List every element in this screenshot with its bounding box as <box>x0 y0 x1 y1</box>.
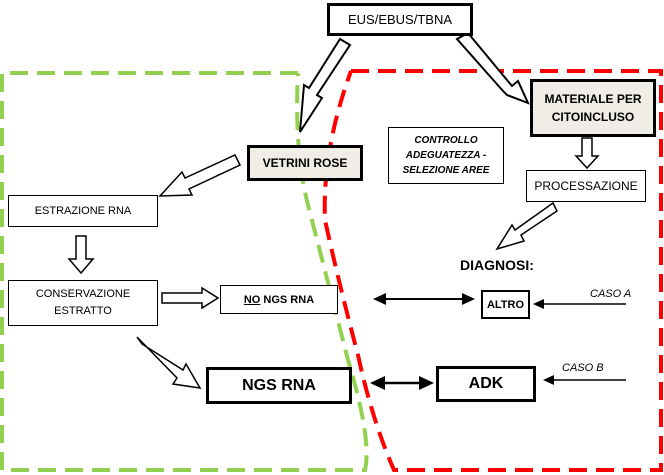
no-ngs-suffix: NGS RNA <box>260 293 315 306</box>
arrow-eus-to-vetrini <box>299 37 352 133</box>
arrow-caso-a <box>533 299 626 309</box>
controllo-label-line1: CONTROLLO <box>414 135 478 146</box>
arrow-materiale-to-processazione <box>574 137 600 170</box>
caso-a-label: CASO A <box>590 288 632 300</box>
arrow-eus-to-materiale <box>455 31 530 105</box>
materiale-label-line1: MATERIALE PER <box>544 92 642 106</box>
green-dashed-region <box>0 71 369 472</box>
materiale-label-line2: CITOINCLUSO <box>551 110 635 124</box>
double-arrow-no-ngs-altro <box>373 293 475 305</box>
eus-ebus-tbna-label: EUS/EBUS/TBNA <box>347 12 453 27</box>
altro-box: ALTRO <box>481 290 530 319</box>
controllo-adeguatezza-box: CONTROLLO ADEGUATEZZA - SELEZIONE AREE <box>388 127 504 184</box>
arrow-processazione-to-diagnosi <box>495 201 558 251</box>
adk-box: ADK <box>436 366 536 402</box>
adk-label: ADK <box>468 375 504 392</box>
estrazione-rna-box: ESTRAZIONE RNA <box>8 195 158 227</box>
conservazione-estratto-box: CONSERVAZIONE ESTRATTO <box>8 280 158 326</box>
caso-b-label: CASO B <box>562 362 604 374</box>
arrow-caso-b <box>543 375 626 385</box>
vetrini-rose-box: VETRINI ROSE <box>247 145 363 181</box>
ngs-rna-label: NGS RNA <box>242 376 316 394</box>
double-arrow-ngs-adk <box>370 376 434 390</box>
conservazione-label-line2: ESTRATTO <box>54 305 112 317</box>
processazione-label: PROCESSAZIONE <box>534 179 638 193</box>
eus-ebus-tbna-box: EUS/EBUS/TBNA <box>327 3 473 36</box>
ngs-rna-box: NGS RNA <box>206 367 352 404</box>
controllo-label-line3: SELEZIONE AREE <box>402 165 490 176</box>
altro-label: ALTRO <box>486 298 525 311</box>
diagnosi-label: DIAGNOSI: <box>460 257 534 273</box>
arrow-conservazione-to-ngs <box>136 336 202 389</box>
arrow-estrazione-to-conservazione <box>67 235 95 275</box>
no-ngs-prefix: NO <box>243 293 261 306</box>
no-ngs-rna-box: NO NGS RNA <box>220 285 338 314</box>
estrazione-rna-label: ESTRAZIONE RNA <box>34 205 132 217</box>
arrow-conservazione-to-no-ngs <box>161 286 220 310</box>
vetrini-rose-label: VETRINI ROSE <box>262 156 348 170</box>
controllo-label-line2: ADEGUATEZZA - <box>405 150 487 161</box>
materiale-citoincluso-box: MATERIALE PER CITOINCLUSO <box>530 79 656 137</box>
processazione-box: PROCESSAZIONE <box>526 170 646 202</box>
no-ngs-rna-label: NO NGS RNA <box>244 294 314 306</box>
conservazione-label-line1: CONSERVAZIONE <box>35 288 131 300</box>
arrow-vetrini-to-estrazione <box>158 154 242 197</box>
